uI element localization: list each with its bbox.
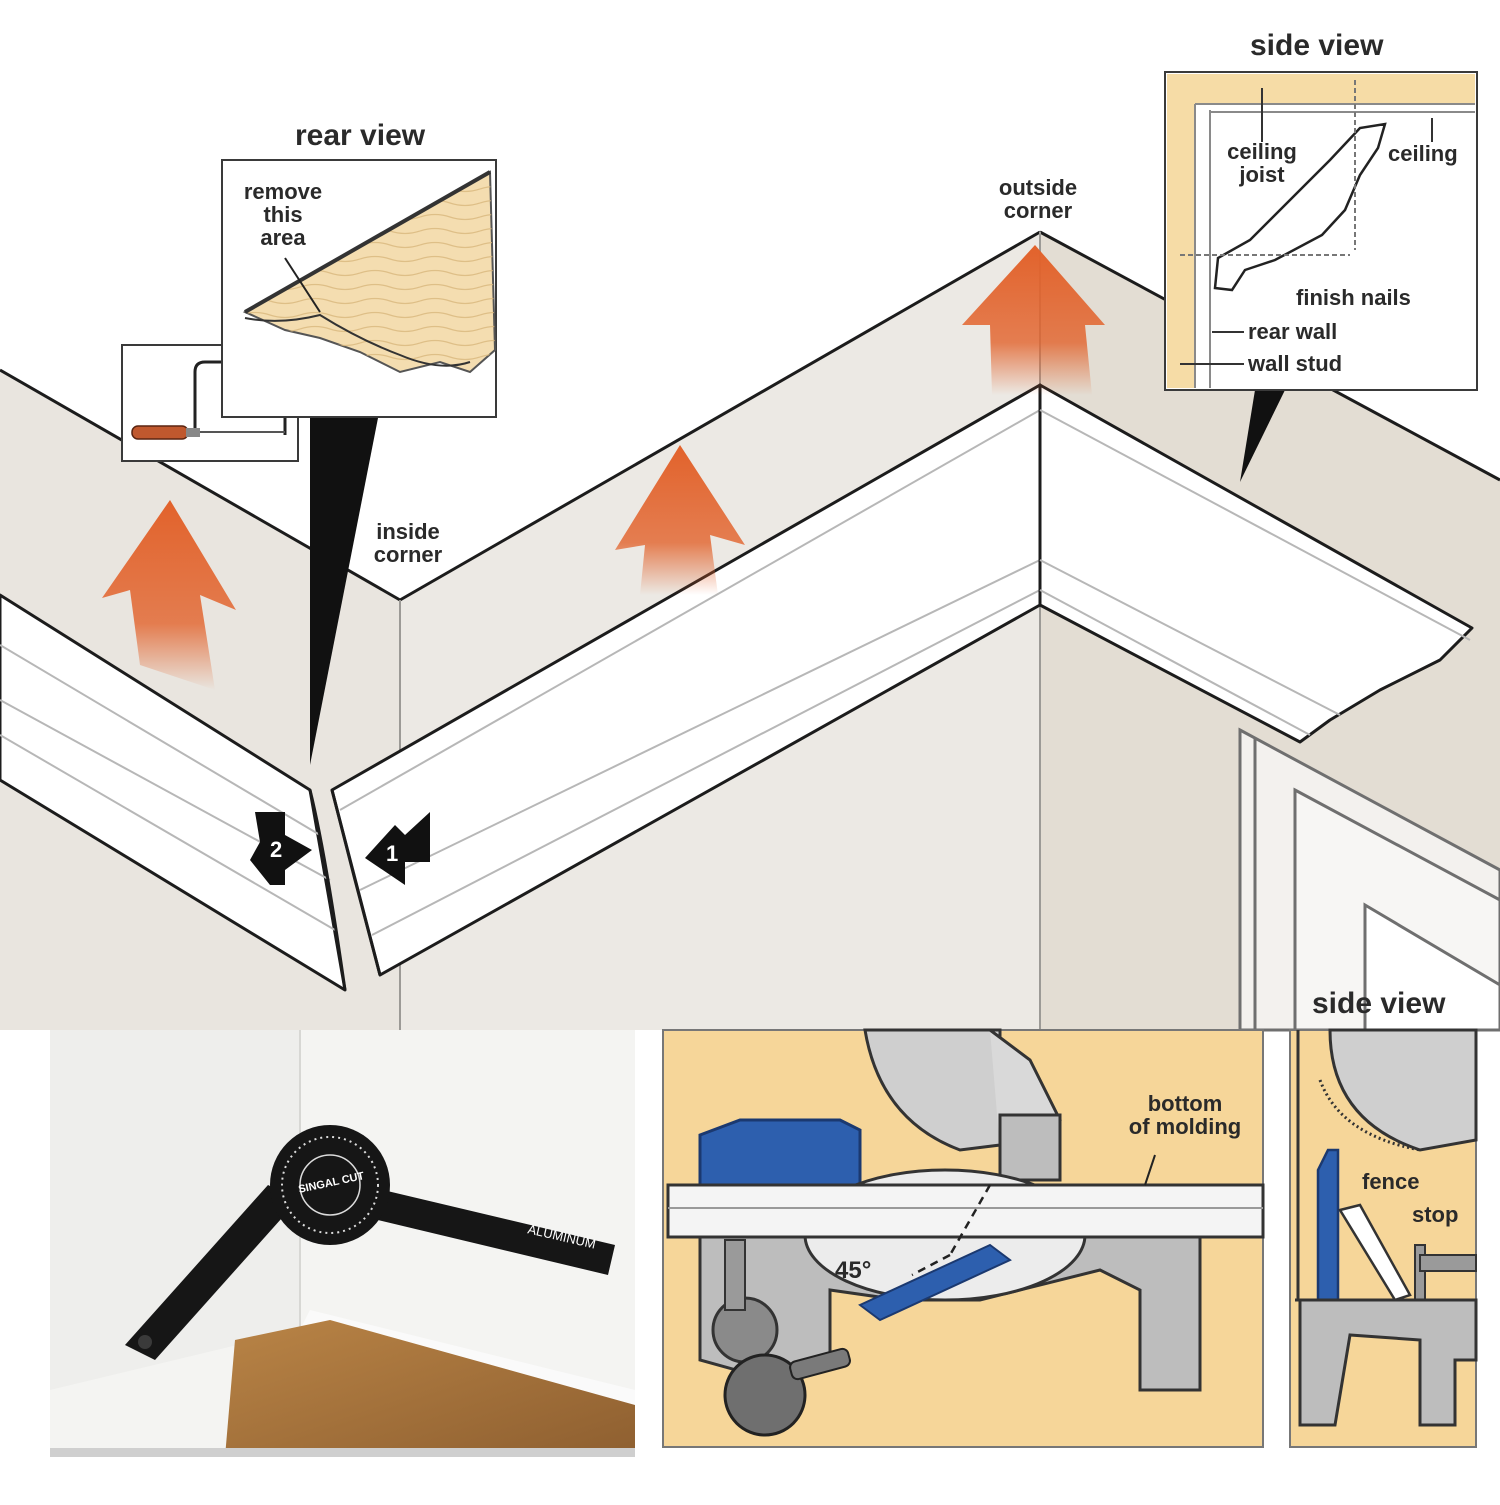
stop-label: stop — [1412, 1202, 1459, 1227]
door-frame — [1238, 727, 1500, 1032]
rear-view-pointer — [310, 418, 378, 765]
side-view-title-bottom: side view — [1312, 987, 1446, 1020]
wall-stud-label: wall stud — [1248, 351, 1343, 376]
ceiling-joist-label: ceiling joist — [1227, 139, 1297, 188]
angle-label: 45° — [835, 1257, 872, 1284]
outside-corner-label: outside corner — [998, 175, 1078, 224]
crown-molding — [0, 383, 1474, 992]
side-view-inset-top — [1164, 71, 1478, 391]
remove-this-area-label: remove this area — [243, 179, 323, 251]
up-arrow-icon — [615, 445, 745, 595]
fence-label: fence — [1362, 1169, 1420, 1194]
angle-gauge-photo — [50, 1030, 635, 1457]
up-arrow-icon — [962, 245, 1105, 395]
step-1-label: 1 — [386, 841, 399, 866]
step-2-label: 2 — [270, 837, 283, 862]
step-arrows — [250, 812, 430, 885]
rear-wall-label: rear wall — [1248, 319, 1338, 344]
lift-arrows — [102, 245, 1105, 690]
side-view-inset-bottom — [1289, 1028, 1478, 1448]
inside-corner-label: inside corner — [373, 519, 443, 568]
step-2-arrow-icon — [250, 812, 312, 885]
rear-view-inset — [221, 159, 497, 418]
up-arrow-icon — [102, 500, 236, 690]
finish-nails-label: finish nails — [1296, 285, 1411, 310]
side-view-pointer — [1240, 390, 1285, 482]
step-1-arrow-icon — [365, 812, 430, 885]
side-view-title-top: side view — [1250, 29, 1384, 62]
bottom-of-molding-label: bottom of molding — [1128, 1091, 1242, 1140]
miter-saw-panel — [662, 1028, 1265, 1448]
rear-view-title: rear view — [295, 119, 426, 152]
ceiling-label: ceiling — [1388, 141, 1458, 166]
